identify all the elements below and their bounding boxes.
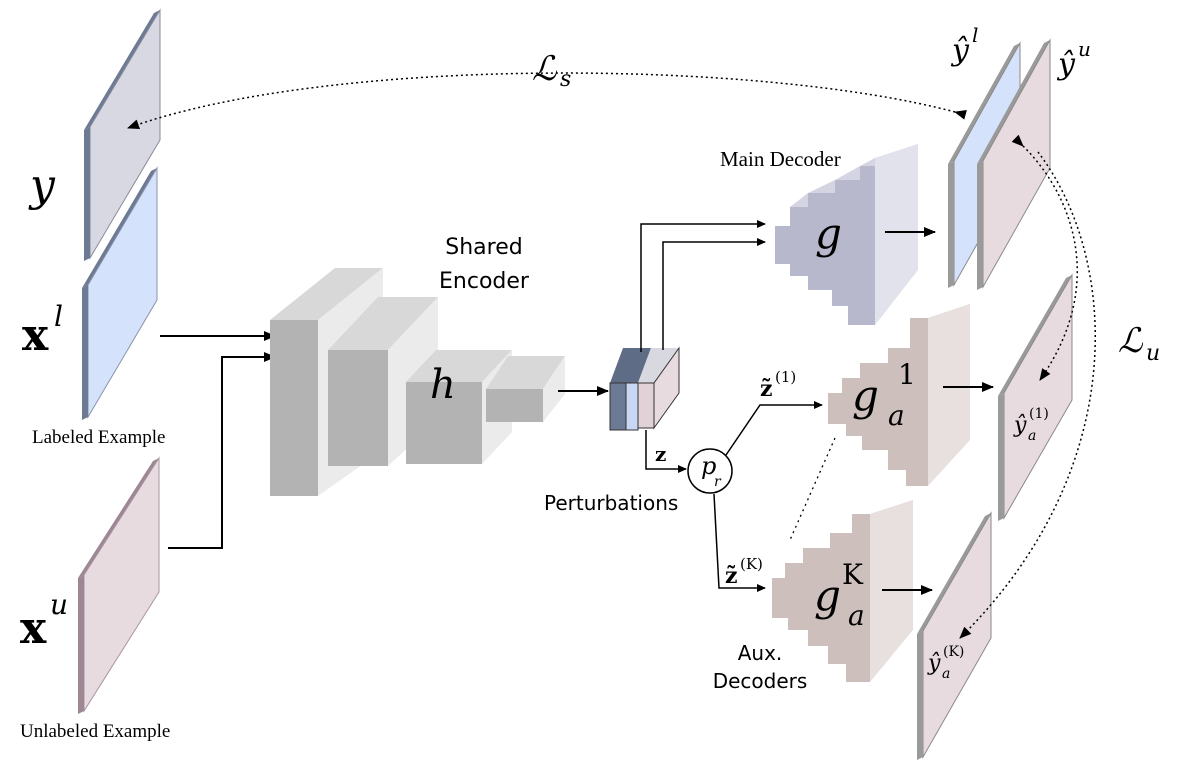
- svg-text:u: u: [1078, 37, 1091, 61]
- svg-text:ŷ: ŷ: [1056, 47, 1076, 82]
- main-decoder-title: Main Decoder: [720, 147, 841, 171]
- svg-text:ℒ: ℒ: [1118, 321, 1144, 361]
- z-label: z: [655, 442, 666, 466]
- yhat-aK-label: ŷ (K) a: [927, 644, 964, 682]
- svg-text:x: x: [20, 603, 47, 654]
- yhat-u-label: ŷ u: [1056, 37, 1091, 82]
- z-to-main-decoder-arrow-2: [662, 238, 766, 350]
- shared-encoder: [270, 268, 565, 496]
- aux-decoder-1: [828, 304, 970, 486]
- aux-decoder-K: [772, 500, 913, 682]
- svg-text:(1): (1): [775, 368, 796, 386]
- aux-prediction-K-plane: [917, 511, 992, 760]
- zK-tilde-label: z̃ (K): [725, 555, 763, 589]
- labeled-example-caption: Labeled Example: [32, 427, 165, 448]
- latent-feature-block: [609, 346, 680, 431]
- svg-text:ŷ: ŷ: [1013, 413, 1027, 438]
- unlabeled-input-arrow: [168, 352, 276, 549]
- aux-decoders-title-line1: Aux.: [738, 641, 783, 665]
- svg-text:(1): (1): [1029, 406, 1049, 422]
- svg-text:(K): (K): [740, 555, 763, 573]
- svg-text:x: x: [22, 310, 49, 361]
- svg-text:ŷ: ŷ: [927, 651, 941, 676]
- svg-text:l: l: [972, 23, 978, 47]
- svg-text:1: 1: [898, 358, 916, 391]
- svg-text:ℒ: ℒ: [532, 49, 558, 89]
- svg-text:z̃: z̃: [725, 563, 738, 589]
- unlabeled-example-caption: Unlabeled Example: [20, 721, 170, 742]
- encoder-h-label: h: [430, 362, 456, 408]
- svg-text:l: l: [54, 300, 63, 333]
- unlabeled-image-plane: [78, 456, 160, 714]
- label-map-plane: [84, 8, 161, 261]
- svg-text:K: K: [842, 558, 864, 591]
- shared-encoder-title-line2: Encoder: [439, 269, 530, 294]
- svg-text:a: a: [848, 599, 865, 632]
- z1-tilde-label: z̃ (1): [760, 368, 796, 402]
- main-decoder-g-label: g: [815, 209, 842, 258]
- shared-encoder-title-line1: Shared: [445, 235, 522, 260]
- unsupervised-loss-label: ℒ u: [1118, 321, 1160, 366]
- svg-text:a: a: [1028, 428, 1036, 444]
- svg-text:(K): (K): [943, 644, 964, 660]
- labeled-image-plane: [82, 166, 158, 420]
- unsupervised-loss-arc-1: [1011, 134, 1078, 381]
- aux-decoder-K-label: g K a: [814, 558, 865, 632]
- svg-text:p: p: [701, 452, 716, 480]
- perturbation-function-node: p r: [687, 448, 733, 494]
- svg-text:g: g: [852, 371, 879, 420]
- yhat-l-label: ŷ l: [950, 23, 978, 68]
- svg-text:z̃: z̃: [760, 376, 773, 402]
- aux-decoder-1-label: g 1 a: [852, 358, 916, 432]
- svg-text:a: a: [942, 666, 950, 682]
- x-l-label: x l: [22, 300, 63, 361]
- main-decoder: [775, 144, 918, 325]
- svg-text:u: u: [1146, 341, 1160, 366]
- svg-text:s: s: [560, 67, 571, 92]
- x-u-label: x u: [20, 588, 68, 654]
- svg-text:a: a: [888, 399, 905, 432]
- perturbed-zK-arrow: [713, 493, 766, 592]
- y-label: y: [28, 160, 56, 211]
- aux-decoders-title-line2: Decoders: [713, 669, 808, 693]
- z-to-main-decoder-arrow-1: [640, 220, 766, 352]
- svg-text:r: r: [714, 474, 722, 490]
- perturbed-z1-arrow: [725, 401, 823, 456]
- supervised-loss-label: ℒ s: [532, 49, 571, 92]
- yhat-a1-label: ŷ (1) a: [1013, 406, 1049, 444]
- aux-prediction-1-plane: [998, 273, 1073, 521]
- perturbations-caption: Perturbations: [544, 491, 678, 515]
- supervised-loss-arc: [127, 72, 967, 129]
- z-to-perturbation-arrow: [645, 430, 687, 473]
- unsupervised-loss-arc-K: [959, 151, 1096, 639]
- svg-text:ŷ: ŷ: [950, 33, 970, 68]
- svg-text:u: u: [50, 588, 68, 621]
- svg-text:g: g: [814, 571, 841, 620]
- aux-decoder-ellipsis-line: [789, 437, 836, 541]
